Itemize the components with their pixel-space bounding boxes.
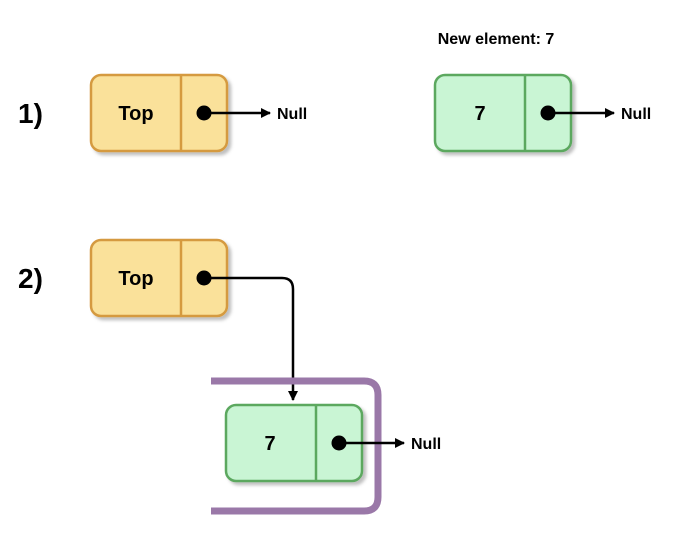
- top-node-label: Top: [118, 103, 153, 125]
- new-node-label: 7: [264, 433, 275, 455]
- stack-bracket: [211, 377, 382, 515]
- null-label-new-2: Null: [411, 436, 441, 453]
- null-label-top: Null: [277, 106, 307, 123]
- step-2-label: 2): [18, 263, 43, 294]
- top-to-new-arrow: [204, 276, 298, 401]
- new-node-step-2: 7: [224, 403, 364, 483]
- step-1-label: 1): [18, 98, 43, 129]
- new-node-label: 7: [474, 103, 485, 125]
- new-element-header: New element: 7: [438, 31, 555, 48]
- top-node-label: Top: [118, 268, 153, 290]
- null-label-new: Null: [621, 106, 651, 123]
- new-node-step-1: 7: [433, 73, 573, 153]
